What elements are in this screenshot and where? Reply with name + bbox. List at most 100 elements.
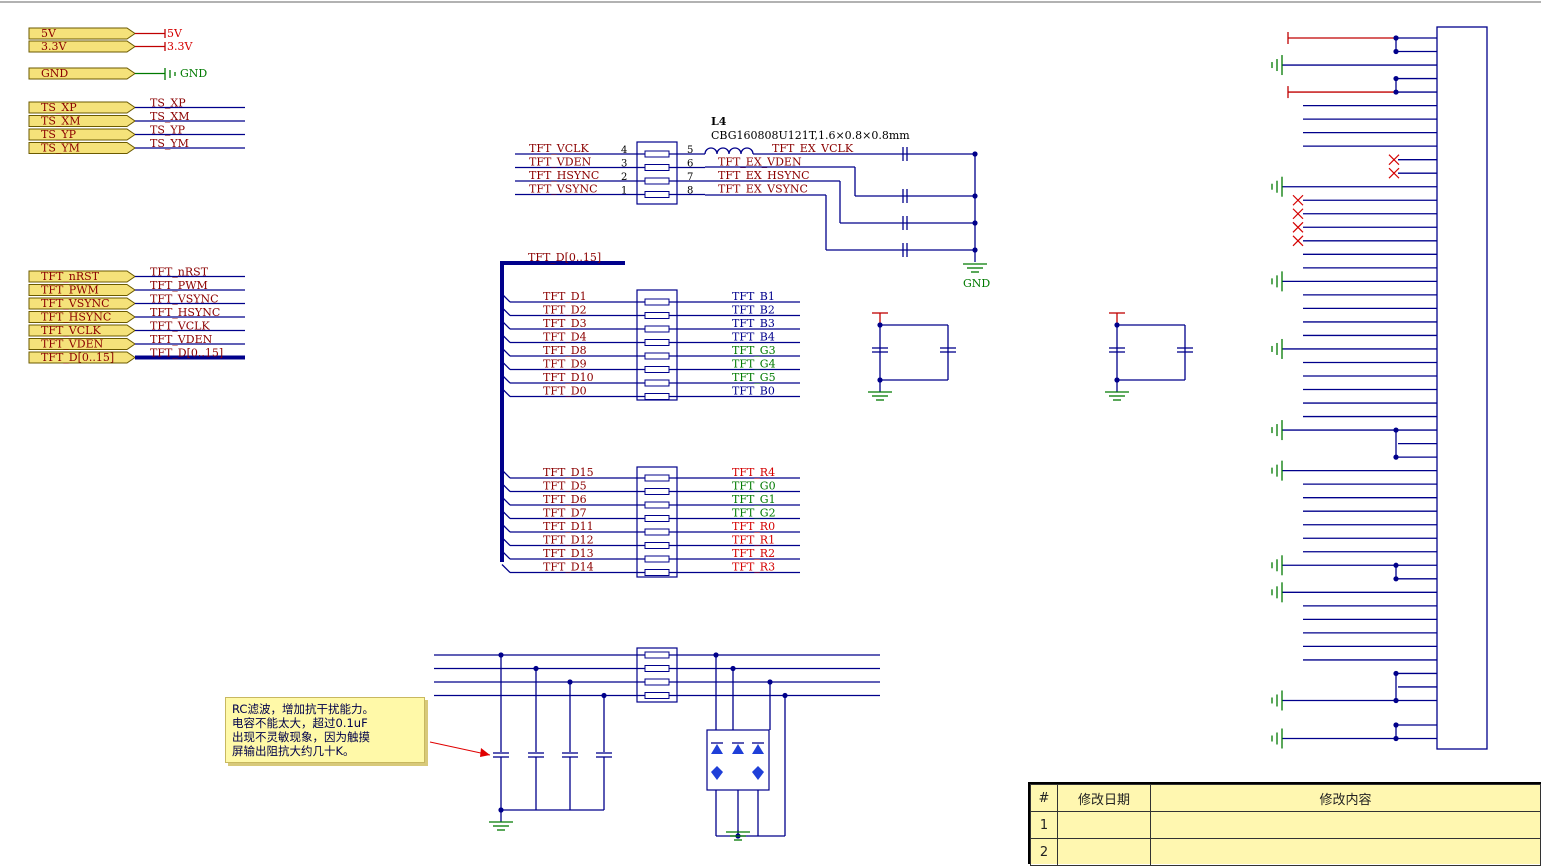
net-label: TFT_B4 xyxy=(732,331,775,344)
tvs-u11 xyxy=(706,729,770,841)
port-net-label: TFT_D[0..15] xyxy=(150,347,223,360)
junction-dot xyxy=(1393,735,1399,742)
resistor xyxy=(644,352,670,360)
port: 5V 5V xyxy=(28,27,183,40)
net-label: TFT_EX_VDEN xyxy=(718,156,802,169)
port-net-label: GND xyxy=(180,67,207,80)
resistor xyxy=(644,555,670,563)
bus-entry xyxy=(501,550,511,560)
rc-filter-note: RC滤波，增加抗干扰能力。 电容不能太大，超过0.1uF 出现不灵敏现象，因为触… xyxy=(225,697,425,763)
port-net-label: TFT_VDEN xyxy=(150,333,213,346)
port-shape xyxy=(28,128,136,141)
resistor xyxy=(644,325,670,333)
pin-number: 7 xyxy=(687,172,693,183)
pin-number: 5 xyxy=(687,145,693,156)
junction-dot xyxy=(1393,35,1399,41)
bus-entry xyxy=(501,483,511,492)
diode-icon xyxy=(711,772,723,780)
port-net-label: 5V xyxy=(167,27,183,40)
junction-dot xyxy=(1393,562,1399,568)
port-label: TS_XP xyxy=(41,101,77,114)
port-net-label: 3.3V xyxy=(167,40,193,53)
touch-filter-caps xyxy=(489,752,612,831)
net-label: TFT_D6 xyxy=(543,493,587,506)
net-label: TFT_VDEN xyxy=(529,156,592,169)
port-label: TFT_VSYNC xyxy=(41,297,110,310)
port-shape xyxy=(28,115,136,127)
net-label: TFT_R3 xyxy=(732,561,775,574)
bus-entry xyxy=(501,537,511,546)
pin-number: 2 xyxy=(621,172,627,183)
rev-header-content: 修改内容 xyxy=(1150,784,1541,812)
net-label: TFT_D7 xyxy=(543,507,587,520)
bus-entry xyxy=(501,388,511,397)
pin-number: 8 xyxy=(687,186,693,197)
net-label: TFT_D8 xyxy=(543,344,587,357)
tvs-body xyxy=(706,729,770,791)
bus-entry xyxy=(501,334,511,343)
net-label: TFT_R0 xyxy=(732,520,775,533)
resistor xyxy=(644,528,670,536)
port-label: TFT_D[0..15] xyxy=(41,351,114,364)
net-label: TFT_G2 xyxy=(732,507,776,520)
nc-mark xyxy=(1292,221,1304,233)
port-shape xyxy=(28,338,136,350)
port-label: TFT_PWM xyxy=(41,284,99,297)
net-label: TFT_D14 xyxy=(543,561,594,574)
diode-icon xyxy=(732,744,744,754)
pin-number: 6 xyxy=(687,159,693,170)
port-net-label: TFT_HSYNC xyxy=(150,306,220,319)
net-label: TFT_D15 xyxy=(543,466,594,479)
resistor xyxy=(644,692,670,699)
port-label: 5V xyxy=(41,27,57,40)
junction-dot xyxy=(1393,576,1399,582)
junction-dot xyxy=(1393,89,1399,95)
net-label: TFT_EX_VCLK xyxy=(772,142,854,155)
port: GND GND xyxy=(28,67,207,80)
rev-row-content xyxy=(1150,811,1541,839)
port-shape xyxy=(28,324,136,337)
filter-caps: GND xyxy=(902,147,990,290)
rev-header-date: 修改日期 xyxy=(1057,784,1151,812)
net-label: TFT_G4 xyxy=(732,358,776,371)
port-shape xyxy=(28,311,136,323)
resistor xyxy=(644,393,670,400)
resistor xyxy=(644,474,670,482)
port-label: TS_YP xyxy=(41,128,77,141)
resistor xyxy=(644,164,670,171)
junction-dot xyxy=(1393,454,1399,460)
pin-number: 3 xyxy=(621,159,627,170)
junction-dot xyxy=(1393,427,1399,433)
net-label: TFT_VSYNC xyxy=(529,183,598,196)
rev-row-index: 1 xyxy=(1030,811,1058,839)
net-label: TFT_B2 xyxy=(732,304,775,317)
nc-mark xyxy=(1388,154,1400,166)
diode-icon xyxy=(752,766,764,772)
resistor xyxy=(644,366,670,373)
rpack-body xyxy=(636,141,678,205)
resistor xyxy=(644,569,670,576)
port-label: GND xyxy=(41,67,68,80)
net-label: TFT_D10 xyxy=(543,371,594,384)
bus-entry xyxy=(501,510,511,519)
junction-dot xyxy=(1393,722,1399,728)
port-shape xyxy=(28,40,136,53)
diode-icon xyxy=(752,772,764,780)
connector-j14 xyxy=(1271,26,1488,750)
net-label: TFT_G5 xyxy=(732,371,776,384)
junction-dot xyxy=(877,322,883,328)
resistor xyxy=(644,651,670,659)
junction-dot xyxy=(1114,322,1120,328)
port-label: TFT_HSYNC xyxy=(41,311,111,324)
bus-entry xyxy=(501,361,511,370)
port-shape xyxy=(28,270,136,283)
